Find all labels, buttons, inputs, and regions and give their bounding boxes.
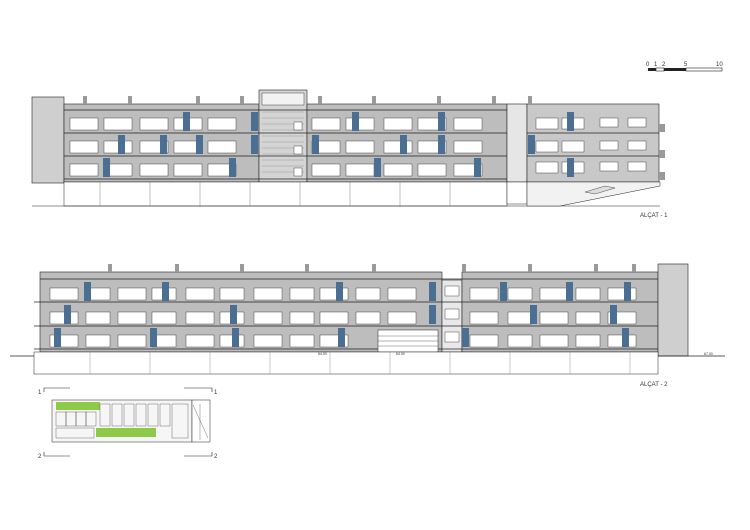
key-plan [43,387,213,457]
level-mark-3: 67.00 [704,352,713,356]
scale-label-2: 2 [662,62,666,68]
scale-label-10: 10 [716,62,723,68]
scale-label-0: 0 [646,62,650,68]
section-mark-2-left: 2 [38,454,42,460]
elevation-2-end-wall [657,263,689,357]
elevation-1-title: ALÇAT - 1 [640,213,668,219]
level-mark-2: 64.00 [396,352,405,356]
scale-bar: 0 1 2 5 10 [646,62,723,72]
elevation-2-drawing [10,263,725,375]
scale-label-1: 1 [654,62,658,68]
level-mark-1: 64.00 [318,352,327,356]
key-plan-green-top [56,402,100,410]
scale-label-5: 5 [684,62,688,68]
section-mark-1-right: 1 [214,390,218,396]
elevation-2-title: ALÇAT - 2 [640,382,668,388]
section-mark-2-right: 2 [214,454,218,460]
section-mark-1-left: 1 [38,390,42,396]
key-plan-green-bottom [96,428,156,437]
elevation-1-drawing [31,89,665,207]
elevation-1-side-wall [31,96,65,184]
